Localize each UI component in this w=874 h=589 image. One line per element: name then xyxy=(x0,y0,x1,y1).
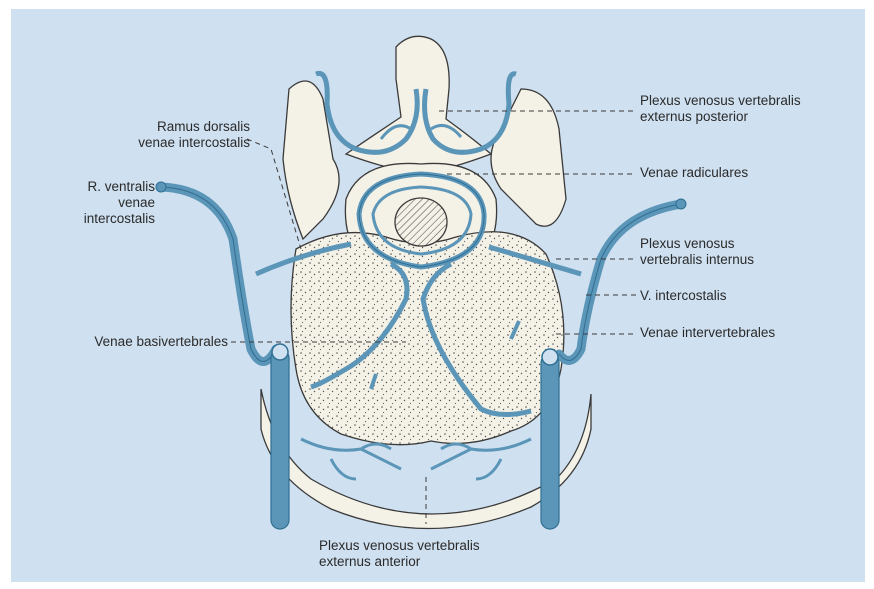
label-ramus-dorsalis: Ramus dorsalis venae intercostalis xyxy=(138,119,250,151)
label-venae-basivertebrales: Venae basivertebrales xyxy=(94,334,228,350)
label-plexus-posterior: Plexus venosus vertebralis externus post… xyxy=(640,93,801,125)
left-vertical-trunk xyxy=(271,349,289,529)
anatomy-figure: Plexus venosus vertebralis externus post… xyxy=(11,9,865,582)
label-r-ventralis: R. ventralis venae intercostalis xyxy=(84,179,155,227)
label-v-intercostalis: V. intercostalis xyxy=(640,288,727,304)
label-plexus-anterior: Plexus venosus vertebralis externus ante… xyxy=(319,538,480,570)
label-venae-intervertebrales: Venae intervertebrales xyxy=(640,325,775,341)
label-plexus-internus: Plexus venosus vertebralis internus xyxy=(640,236,754,268)
right-vertical-trunk xyxy=(541,354,559,529)
label-venae-radiculares: Venae radiculares xyxy=(640,165,748,181)
spinal-cord xyxy=(395,198,447,246)
